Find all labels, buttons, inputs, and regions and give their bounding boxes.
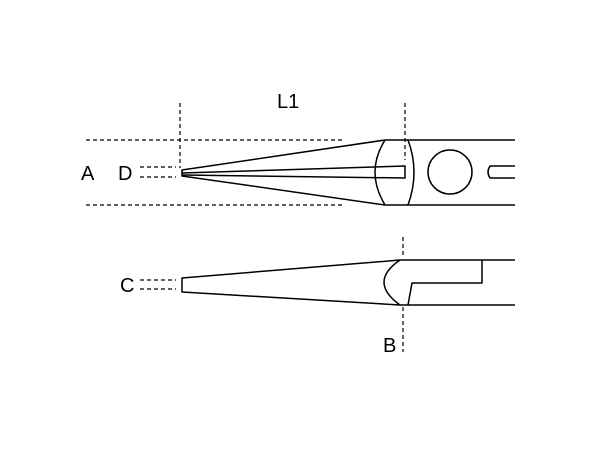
top-view-slot [487, 165, 515, 179]
pivot-circle [427, 149, 473, 195]
label-c: C [120, 275, 134, 297]
bottom-view-outline [181, 259, 515, 306]
pliers-bottom-view [181, 259, 515, 306]
pliers-top-view [181, 139, 515, 206]
bottom-view-bevel-arc [383, 259, 401, 306]
label-d: D [118, 163, 132, 185]
top-view-jaw-line [181, 165, 406, 179]
top-view-joint-arc [407, 139, 415, 206]
label-b: B [383, 335, 396, 357]
label-l1: L1 [277, 91, 299, 113]
bottom-view-step [407, 260, 483, 306]
dimension-lines [86, 103, 406, 352]
top-view-outline [181, 139, 515, 206]
top-view-bevel-arc [374, 139, 386, 206]
label-a: A [81, 163, 95, 185]
dimension-labels: L1 A D C B [81, 91, 396, 357]
